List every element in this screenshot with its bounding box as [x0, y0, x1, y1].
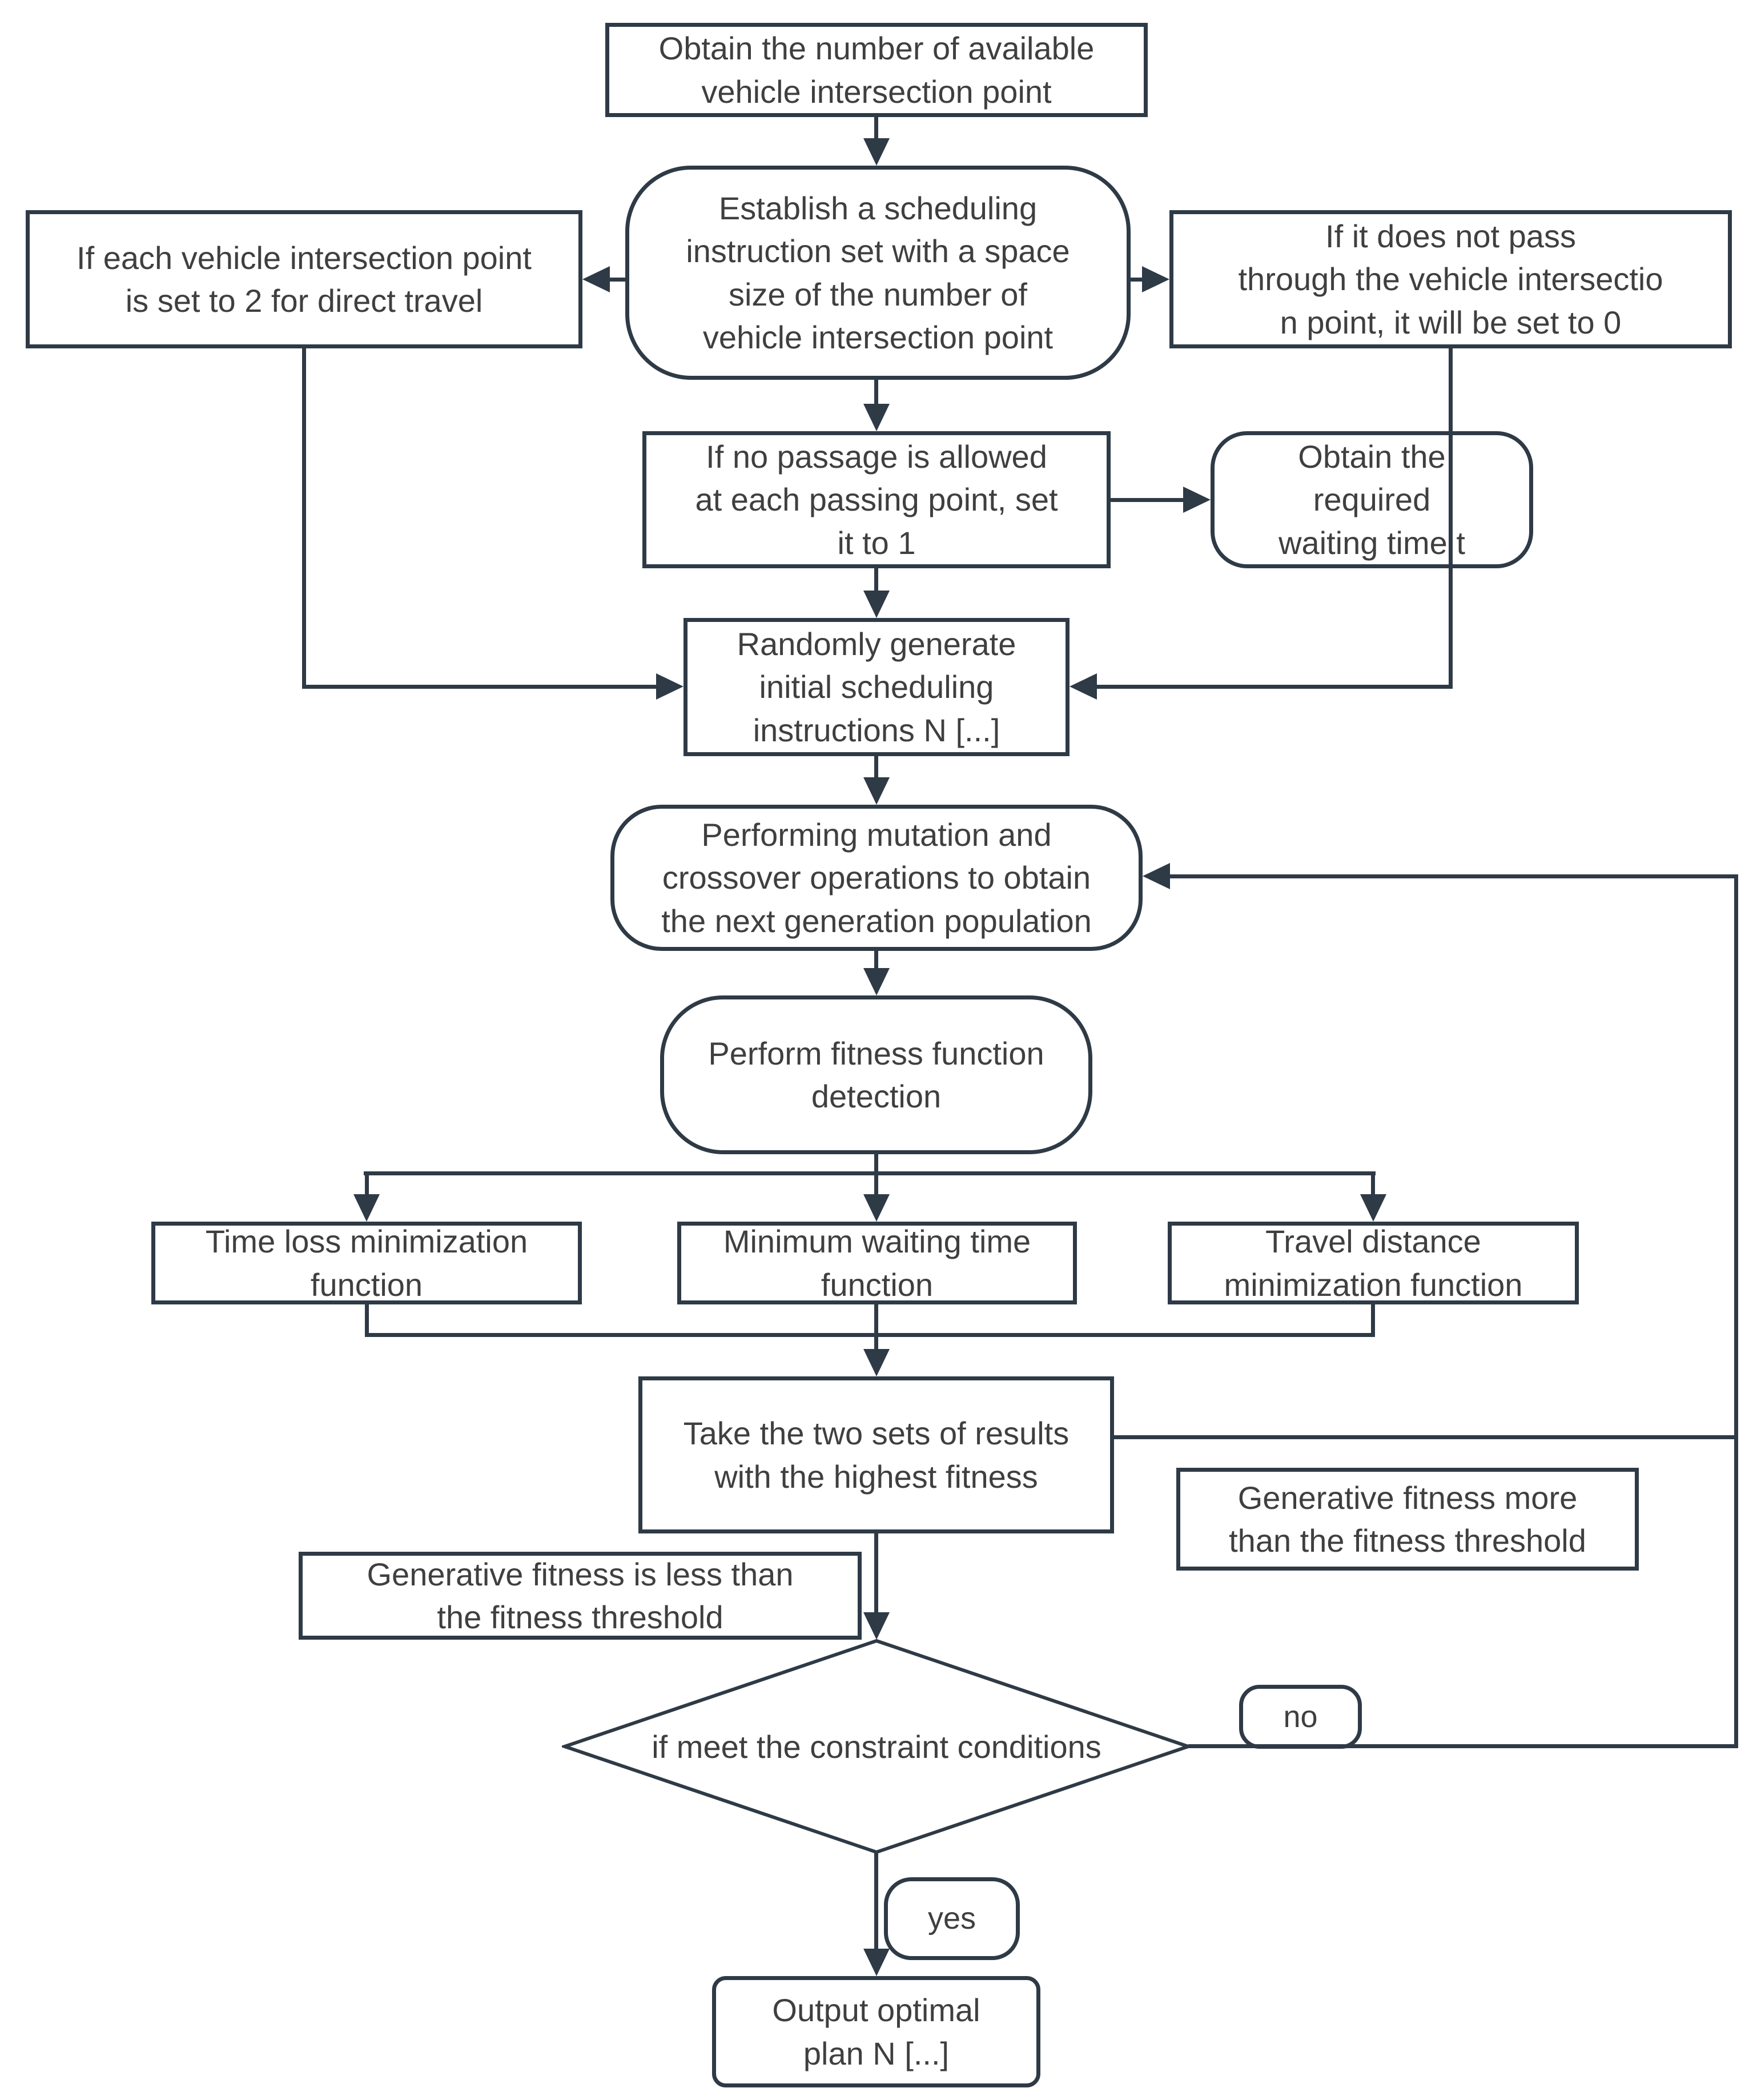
arrowhead-into-take — [863, 1349, 890, 1376]
branch-label-no: no — [1239, 1685, 1362, 1749]
connector-establish-nopassage — [874, 380, 878, 405]
connector-random-mutation — [874, 756, 878, 780]
connector-obtain-establish — [874, 117, 878, 143]
node-fitness-detection: Perform fitness function detection — [660, 995, 1092, 1154]
arrowhead-into-timeloss — [353, 1194, 380, 1222]
branch-line-top — [364, 1171, 1376, 1175]
arrowhead-into-random-left — [656, 673, 683, 700]
connector-take-feedback — [1114, 1435, 1738, 1439]
arrowhead-into-notpass — [1142, 266, 1169, 292]
connector-notpass-down — [1449, 348, 1453, 689]
node-mutation-crossover: Performing mutation and crossover operat… — [610, 805, 1143, 951]
merge-line-bottom — [365, 1333, 1375, 1337]
node-generative-fitness-more: Generative fitness more than the fitness… — [1176, 1468, 1639, 1571]
arrowhead-into-waiting — [1183, 487, 1211, 513]
arrowhead-into-fitness — [863, 968, 890, 995]
connector-establish-direct — [607, 278, 625, 282]
connector-nopassage-waiting — [1111, 498, 1185, 502]
arrowhead-into-direct — [582, 266, 610, 292]
node-random-generate: Randomly generate initial scheduling ins… — [683, 618, 1070, 756]
merge-stub-timeloss — [365, 1304, 369, 1337]
connector-nopassage-random — [874, 568, 878, 594]
merge-stub-traveldist — [1371, 1304, 1375, 1337]
arrowhead-into-mutation — [863, 777, 890, 805]
node-time-loss-function: Time loss minimization function — [151, 1222, 582, 1304]
branch-stub-timeloss — [365, 1175, 369, 1196]
connector-no-branch — [1188, 1744, 1738, 1748]
connector-feedback-mutation — [1170, 874, 1738, 878]
connector-mutation-fitness — [874, 951, 878, 971]
node-establish-set: Establish a scheduling instruction set w… — [625, 166, 1131, 380]
feedback-line-vertical — [1734, 874, 1738, 1748]
connector-merge-take — [874, 1337, 878, 1351]
arrowhead-into-mutation-right — [1143, 863, 1170, 889]
node-no-passage: If no passage is allowed at each passing… — [642, 431, 1111, 568]
arrowhead-into-random-right — [1070, 673, 1097, 700]
arrowhead-into-diamond — [863, 1612, 890, 1640]
decision-constraint: if meet the constraint conditions — [562, 1638, 1191, 1855]
node-min-waiting-function: Minimum waiting time function — [677, 1222, 1077, 1304]
node-waiting-time: Obtain the required waiting time t — [1211, 431, 1533, 568]
node-take-two-sets: Take the two sets of results with the hi… — [638, 1376, 1114, 1533]
connector-take-diamond — [874, 1533, 878, 1615]
node-generative-fitness-less: Generative fitness is less than the fitn… — [299, 1552, 862, 1640]
node-output-plan: Output optimal plan N [...] — [712, 1976, 1040, 2087]
node-not-pass: If it does not pass through the vehicle … — [1169, 210, 1732, 348]
branch-stub-minwait — [874, 1175, 878, 1196]
arrowhead-into-minwait — [863, 1194, 890, 1222]
branch-label-yes: yes — [884, 1877, 1020, 1960]
arrowhead-into-output — [863, 1949, 890, 1976]
arrowhead-into-random-top — [863, 591, 890, 618]
merge-stub-minwait — [874, 1304, 878, 1337]
connector-establish-notpass — [1131, 278, 1145, 282]
decision-constraint-label: if meet the constraint conditions — [652, 1728, 1101, 1765]
branch-stub-traveldist — [1371, 1175, 1375, 1196]
arrowhead-into-traveldist — [1360, 1194, 1386, 1222]
node-direct-travel: If each vehicle intersection point is se… — [26, 210, 582, 348]
connector-notpass-left — [1097, 685, 1453, 689]
connector-direct-right — [302, 685, 657, 689]
arrowhead-into-establish — [863, 138, 890, 166]
connector-yes-branch — [874, 1852, 878, 1951]
node-travel-distance-function: Travel distance minimization function — [1168, 1222, 1579, 1304]
connector-fitness-branch-stem — [874, 1154, 878, 1175]
node-obtain-number: Obtain the number of available vehicle i… — [605, 23, 1148, 117]
connector-direct-down — [302, 348, 306, 689]
arrowhead-into-nopassage — [863, 404, 890, 431]
